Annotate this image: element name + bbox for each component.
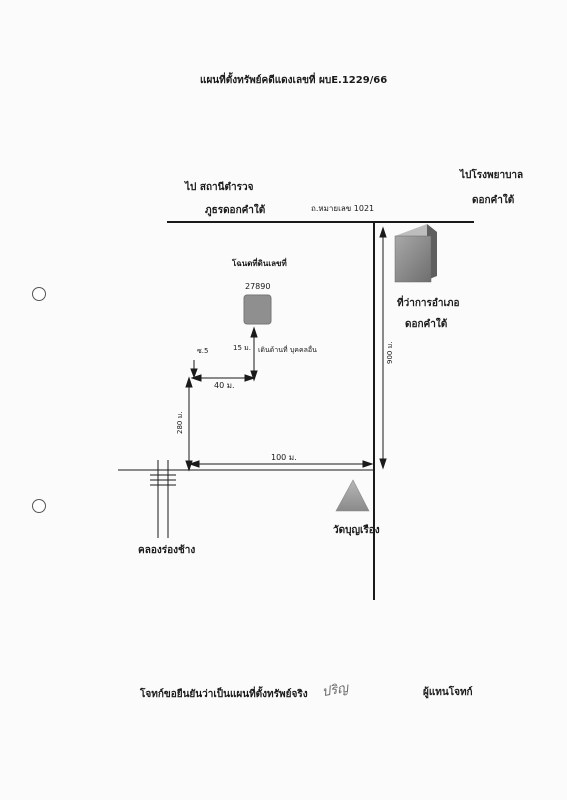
- dimension-15m: [250, 326, 258, 382]
- land-number-label: 27890: [245, 282, 271, 291]
- punch-hole-top: [32, 287, 46, 301]
- district-office-label-1: ที่ว่าการอำเภอ: [397, 298, 460, 309]
- to-police-label-2: ภูธรดอกคำใต้: [205, 205, 266, 216]
- dimension-100m: [188, 460, 374, 468]
- dimension-280m: [185, 376, 193, 472]
- to-hospital-label-2: ดอกคำใต้: [472, 195, 515, 206]
- land-title-label: โฉนดที่ดินเลขที่: [232, 259, 287, 268]
- temple-label: วัดบุญเรือง: [333, 525, 380, 536]
- dimension-900m: [379, 226, 387, 470]
- district-office-building: [394, 224, 437, 283]
- dist-15m-label: 15 ม.: [233, 344, 251, 352]
- land-plot: [243, 294, 272, 325]
- temple-triangle: [335, 479, 370, 512]
- soi-5-label: ซ.5: [197, 347, 209, 355]
- dist-100m-label: 100 ม.: [271, 453, 297, 462]
- dist-40m-label: 40 ม.: [214, 381, 235, 390]
- dist-900m-label: 900 ม.: [386, 341, 394, 364]
- district-office-label-2: ดอกคำใต้: [405, 319, 448, 330]
- page-title: แผนที่ตั้งทรัพย์คดีแดงเลขที่ ผบE.1229/66: [200, 75, 388, 86]
- certification-text: โจทก์ขอยืนยันว่าเป็นแผนที่ตั้งทรัพย์จริง: [140, 689, 308, 700]
- neighbor-label: เดินด้านที่ บุคคลอื่น: [258, 346, 317, 354]
- punch-hole-bottom: [32, 499, 46, 513]
- to-hospital-label-1: ไปโรงพยาบาล: [460, 170, 524, 181]
- canal-label: คลองร่องช้าง: [138, 545, 196, 556]
- plaintiff-rep-label: ผู้แทนโจทก์: [423, 687, 473, 698]
- dimension-40m: [190, 374, 256, 382]
- dist-280m-label: 280 ม.: [176, 411, 184, 434]
- to-police-label-1: ไป สถานีตำรวจ: [185, 182, 254, 193]
- canal-lines: [150, 460, 176, 538]
- soi-5-mark: [190, 360, 198, 379]
- road-1021-label: ถ.หมายเลข 1021: [311, 204, 375, 213]
